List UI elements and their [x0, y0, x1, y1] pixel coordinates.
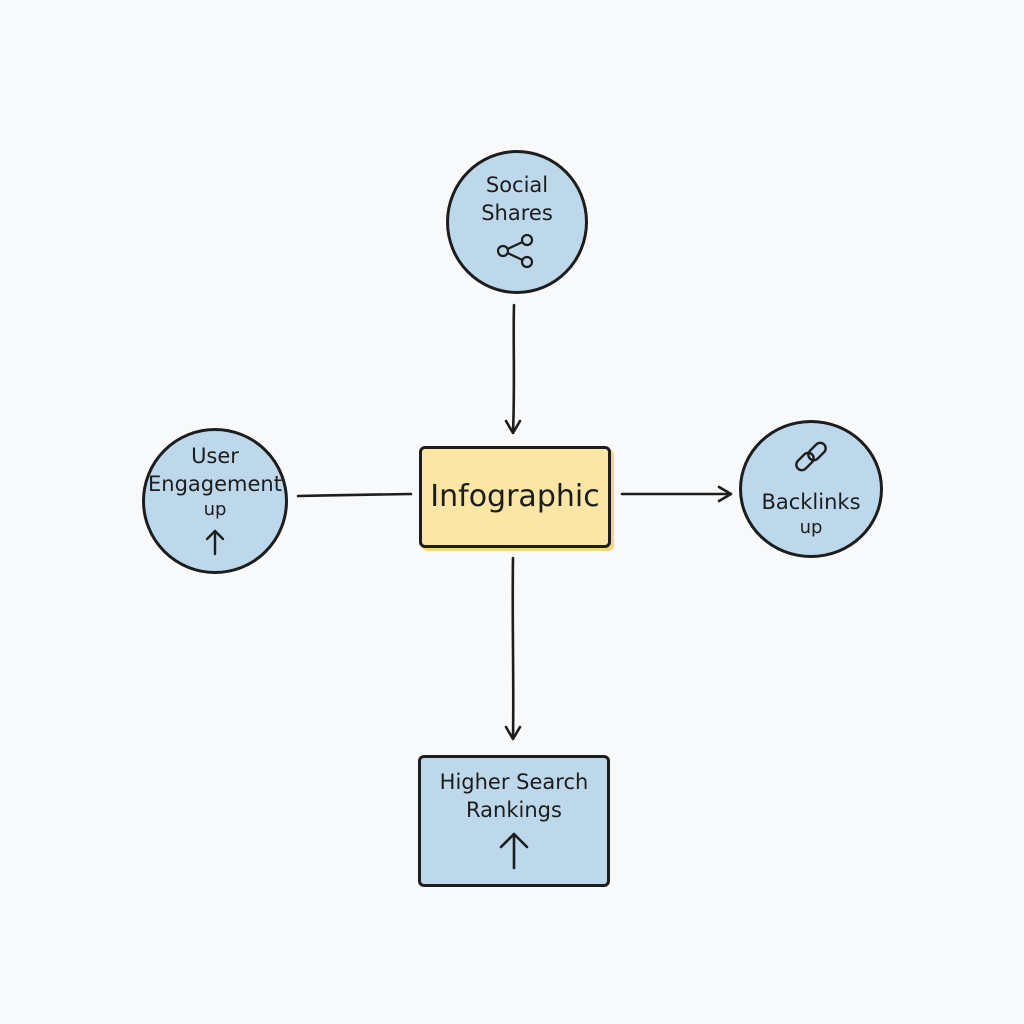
user-engagement-line2: Engagement [148, 472, 282, 496]
share-icon [495, 233, 539, 273]
node-infographic: Infographic [419, 446, 611, 548]
social-shares-line1: Social [485, 173, 549, 197]
up-arrow-icon [496, 830, 532, 874]
user-engagement-line1: User [191, 444, 239, 468]
edge-infographic-to-rankings [511, 556, 515, 740]
arrowhead-infographic-to-backlinks [717, 485, 733, 503]
backlinks-line1: Backlinks [761, 490, 861, 514]
node-social-shares: Social Shares [446, 150, 588, 294]
node-higher-search-rankings: Higher Search Rankings [418, 755, 610, 887]
link-icon [791, 438, 831, 482]
edge-user-to-infographic [296, 492, 413, 498]
backlinks-line2: up [799, 517, 823, 538]
node-user-engagement: User Engagement up [142, 428, 288, 574]
rankings-line1: Higher Search [439, 770, 589, 794]
arrowhead-infographic-to-rankings [504, 725, 522, 741]
edge-social-to-infographic [511, 303, 516, 434]
social-shares-line2: Shares [481, 201, 553, 225]
arrowhead-social-to-infographic [504, 419, 522, 435]
node-backlinks: Backlinks up [739, 420, 883, 558]
up-arrow-icon [203, 528, 227, 560]
infographic-label: Infographic [430, 479, 600, 514]
rankings-line2: Rankings [466, 798, 562, 822]
user-engagement-line3: up [203, 499, 227, 520]
